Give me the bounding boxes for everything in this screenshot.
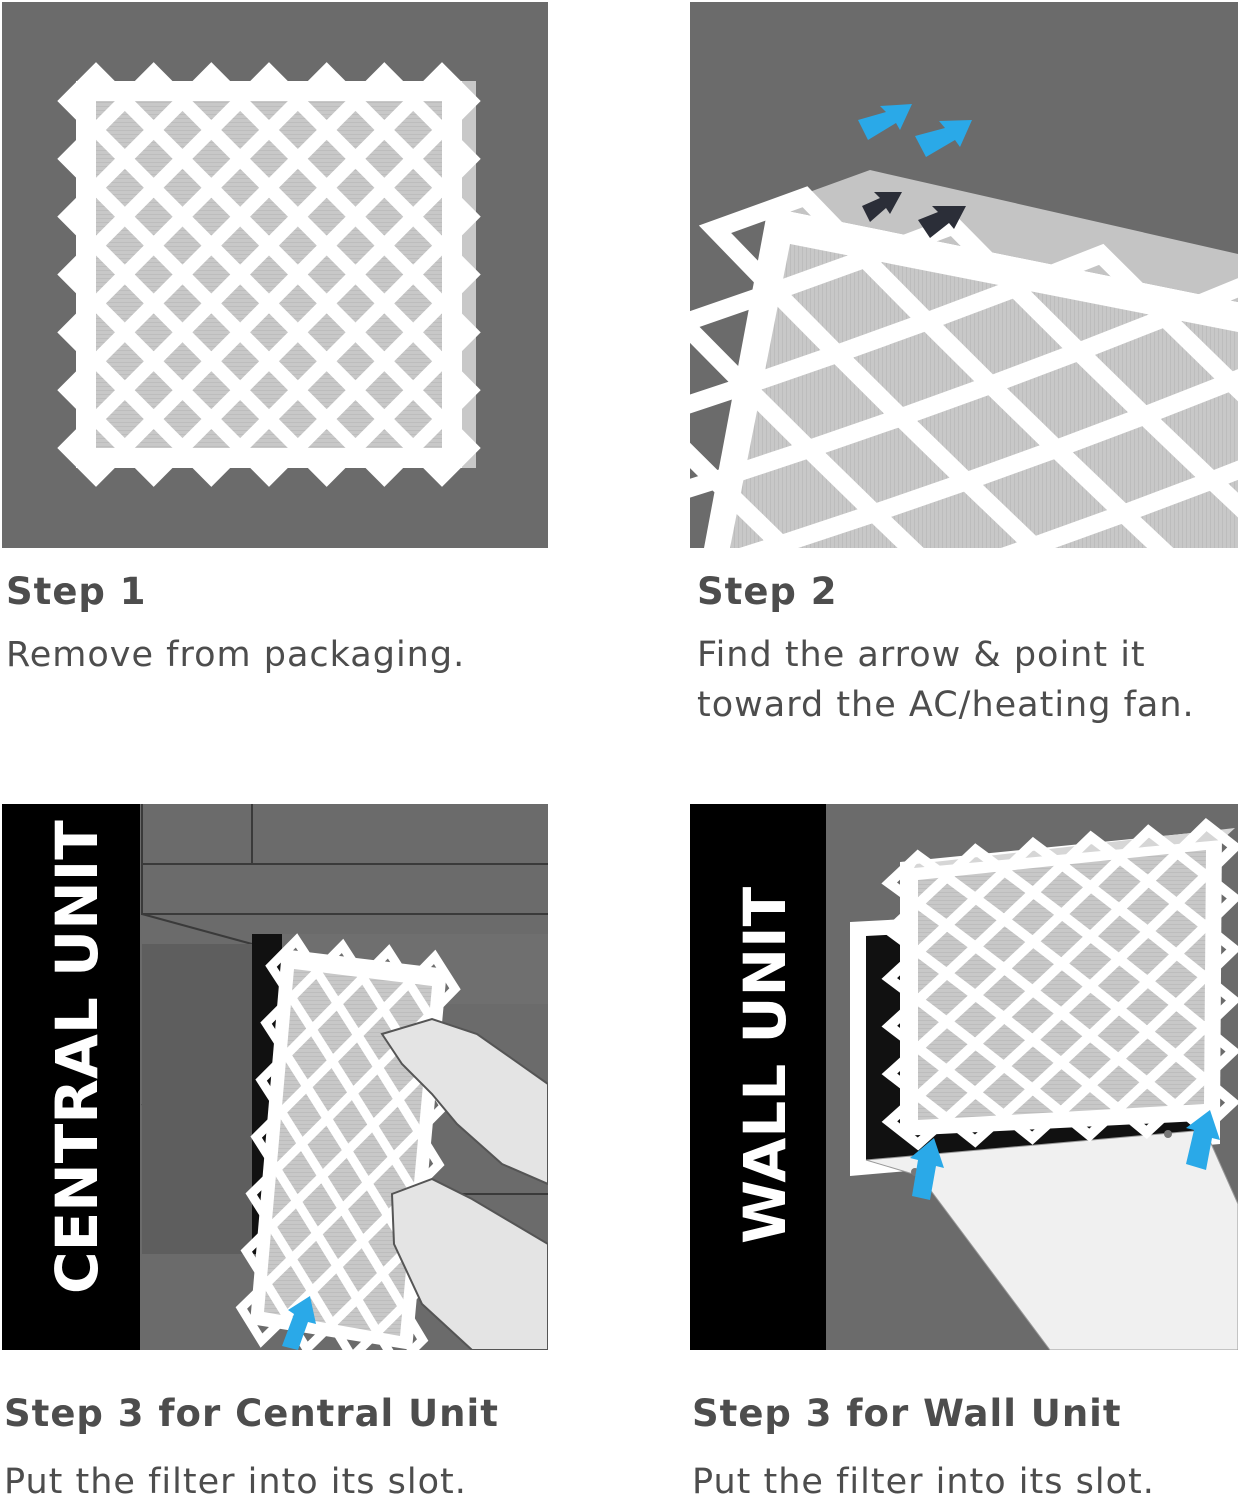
- filter-rib: [172, 409, 251, 487]
- airflow-arrow-icon: [862, 192, 966, 238]
- central-unit-illustration: CENTRAL UNIT: [2, 804, 548, 1350]
- filter-rib: [230, 409, 308, 487]
- filter-rib: [763, 502, 924, 548]
- hand-icon: [380, 1017, 548, 1350]
- step3-wall-line1: Put the filter into its slot.: [692, 1462, 1155, 1502]
- step3-central-title: Step 3 for Central Unit: [4, 1392, 499, 1435]
- filter-rib: [1107, 470, 1238, 548]
- filter-rib: [403, 409, 481, 487]
- step2-title: Step 2: [697, 570, 838, 613]
- step1-title: Step 1: [6, 570, 147, 613]
- filter-rib: [287, 409, 366, 487]
- air-filter-icon: [881, 817, 1238, 1151]
- filter-rib: [1053, 1078, 1126, 1142]
- filter-rib: [1110, 1075, 1183, 1139]
- central-unit-label: CENTRAL UNIT: [43, 820, 111, 1294]
- filter-rib: [996, 1082, 1069, 1145]
- filter-rib: [114, 409, 193, 487]
- filter-rib: [371, 1299, 429, 1350]
- wall-unit-label: WALL UNIT: [731, 886, 799, 1244]
- wall-unit-illustration: WALL UNIT: [690, 804, 1238, 1350]
- step1-illustration: [2, 2, 548, 548]
- step2-line2: toward the AC/heating fan.: [697, 685, 1195, 725]
- step3-central-line1: Put the filter into its slot.: [4, 1462, 467, 1502]
- filter-rib: [235, 1276, 293, 1348]
- airflow-arrow-icon: [858, 104, 972, 157]
- filter-rib: [881, 1089, 955, 1151]
- airflow-arrow-icon: [910, 1110, 1220, 1200]
- step3-wall-title: Step 3 for Wall Unit: [692, 1392, 1122, 1435]
- filter-rib: [938, 1085, 1012, 1148]
- air-filter-icon: [235, 933, 461, 1350]
- airflow-arrow-icon: [282, 1296, 316, 1350]
- step2-line1: Find the arrow & point it: [697, 635, 1146, 675]
- filter-rib: [326, 1291, 384, 1350]
- filter-rib: [690, 470, 798, 548]
- filter-rib: [57, 409, 135, 487]
- filter-rib: [345, 409, 424, 487]
- air-filter-icon: [57, 62, 481, 487]
- step2-illustration: [690, 2, 1238, 548]
- step1-line1: Remove from packaging.: [6, 635, 466, 675]
